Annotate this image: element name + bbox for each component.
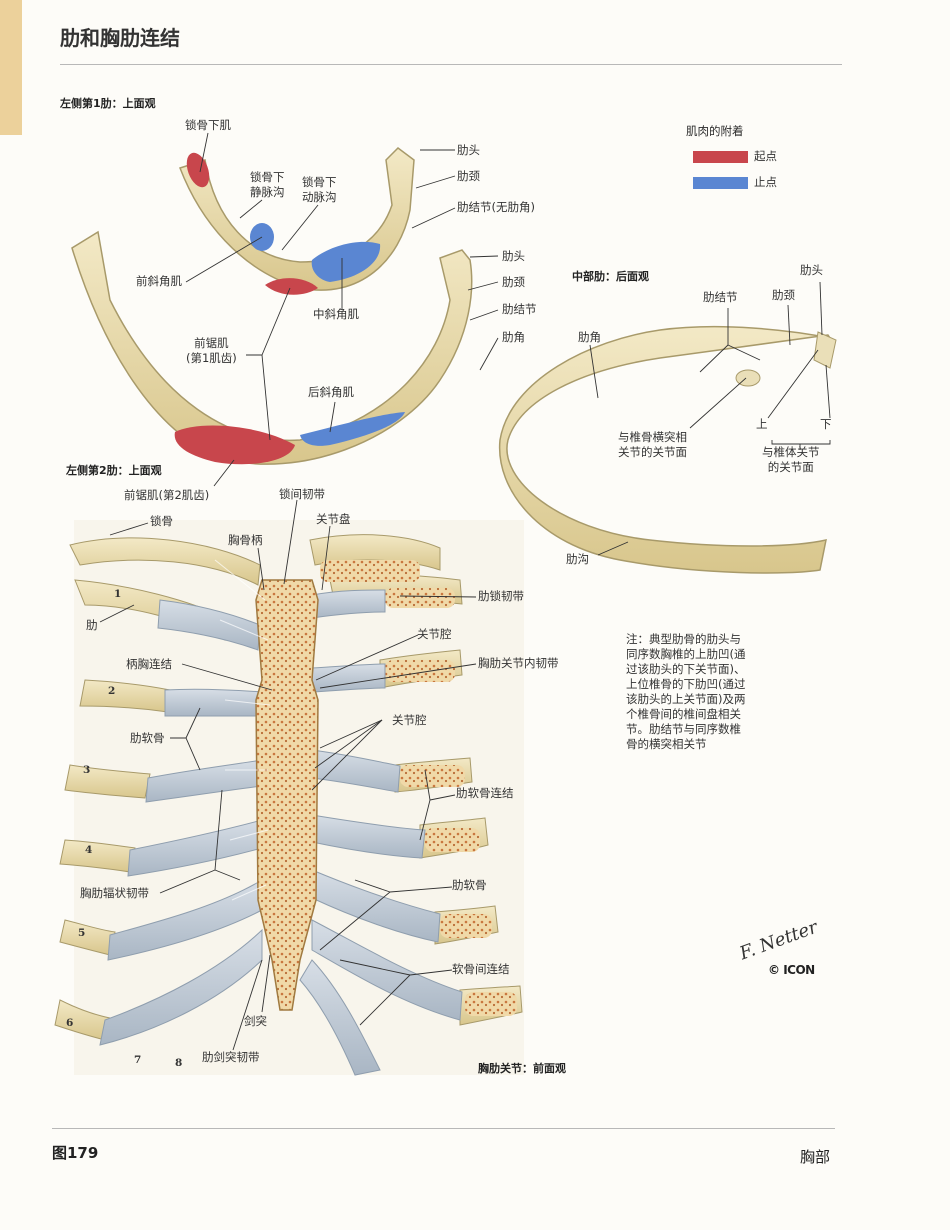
label-lower: 下 [820, 417, 832, 431]
label-mid-head: 肋头 [800, 263, 823, 277]
rib-number-6: 6 [66, 1017, 74, 1029]
label-rib2-head: 肋头 [502, 249, 525, 263]
rib-1-illustration [179, 147, 415, 295]
rib1-caption: 左侧第1肋：上面观 [60, 97, 156, 110]
label-posterior-scalene: 后斜角肌 [308, 385, 354, 399]
label-interchondral: 软骨间连结 [452, 962, 510, 976]
publisher-logo-text: ICON [783, 963, 815, 977]
label-interclavicular-lig: 锁间韧带 [279, 487, 325, 501]
label-upper: 上 [756, 417, 768, 431]
label-rib2-tubercle: 肋结节 [502, 302, 537, 316]
label-rib1-neck: 肋颈 [457, 169, 480, 183]
label-middle-scalene: 中斜角肌 [313, 307, 359, 321]
label-subclavian-artery-groove: 锁骨下 动脉沟 [302, 175, 337, 205]
rib-2-illustration [71, 230, 473, 465]
rib-number-4: 4 [85, 844, 93, 856]
legend-origin-label: 起点 [754, 149, 777, 163]
rib-number-5: 5 [78, 927, 86, 939]
label-intraarticular-lig: 胸肋关节内韧带 [478, 656, 559, 670]
rib-number-1: 1 [114, 588, 122, 600]
label-rib: 肋 [86, 618, 98, 632]
label-transverse-facet: 与椎骨横突相 关节的关节面 [618, 430, 687, 460]
label-costoxiphoid-lig: 肋剑突韧带 [202, 1050, 260, 1064]
label-clavicle: 锁骨 [150, 514, 173, 528]
label-costoclavicular-lig: 肋锁韧带 [478, 589, 524, 603]
label-vertebral-facets-text: 与椎体关节 的关节面 [762, 445, 820, 474]
sternocostal-caption: 胸肋关节：前面观 [478, 1062, 566, 1075]
label-costal-cartilage-1: 肋软骨 [130, 731, 165, 745]
label-vertebral-facets: 与椎体关节 的关节面 [762, 445, 820, 475]
label-articular-disc: 关节盘 [316, 512, 351, 526]
label-mid-neck: 肋颈 [772, 288, 795, 302]
label-costal-groove: 肋沟 [566, 552, 589, 566]
footer-rule [52, 1128, 835, 1129]
label-rib2-angle: 肋角 [502, 330, 525, 344]
legend-insertion-swatch [693, 177, 748, 189]
middle-rib-caption: 中部肋：后面观 [572, 270, 649, 283]
label-costochondral: 肋软骨连结 [456, 786, 514, 800]
label-rib2-neck: 肋颈 [502, 275, 525, 289]
page-tab [0, 0, 22, 135]
legend-title: 肌肉的附着 [686, 124, 744, 138]
legend-insertion-label: 止点 [754, 175, 777, 189]
label-subclavian-vein-groove-text: 锁骨下 静脉沟 [250, 170, 285, 199]
label-mid-angle: 肋角 [578, 330, 601, 344]
section-name: 胸部 [800, 1148, 831, 1166]
page-title: 肋和胸肋连结 [60, 26, 180, 50]
rib2-caption: 左侧第2肋：上面观 [66, 464, 162, 477]
publisher-logo: © ICON [768, 963, 815, 977]
rib-number-8: 8 [175, 1057, 183, 1069]
label-subclavius: 锁骨下肌 [185, 118, 231, 132]
label-manubrium: 胸骨柄 [228, 533, 263, 547]
title-rule [60, 64, 842, 65]
legend-origin-swatch [693, 151, 748, 163]
label-radiate-lig: 胸肋辐状韧带 [80, 886, 149, 900]
label-mid-tubercle: 肋结节 [703, 290, 738, 304]
label-anterior-scalene: 前斜角肌 [136, 274, 182, 288]
label-serratus-2: 前锯肌(第2肌齿) [124, 488, 210, 502]
label-subclavian-artery-groove-text: 锁骨下 动脉沟 [302, 175, 337, 204]
label-transverse-facet-text: 与椎骨横突相 关节的关节面 [618, 430, 687, 459]
rib-number-2: 2 [108, 685, 116, 697]
label-rib1-head: 肋头 [457, 143, 480, 157]
anatomy-note: 注：典型肋骨的肋头与同序数胸椎的上肋凹(通过该肋头的下关节面)、上位椎骨的下肋凹… [626, 632, 746, 751]
label-xiphoid: 剑突 [244, 1014, 267, 1028]
label-joint-cavity-1: 关节腔 [417, 627, 452, 641]
label-serratus-1-text: 前锯肌 (第1肌齿) [186, 336, 237, 365]
rib-number-7: 7 [134, 1054, 142, 1066]
label-rib1-tubercle: 肋结节(无肋角) [457, 200, 535, 214]
label-joint-cavity-2: 关节腔 [392, 713, 427, 727]
figure-number: 图179 [52, 1144, 99, 1162]
sternocostal-illustration [54, 520, 524, 1076]
label-costal-cartilage-2: 肋软骨 [452, 878, 487, 892]
label-manubriosternal: 柄胸连结 [126, 657, 172, 671]
label-serratus-1: 前锯肌 (第1肌齿) [186, 336, 237, 366]
label-subclavian-vein-groove: 锁骨下 静脉沟 [250, 170, 285, 200]
rib-number-3: 3 [83, 764, 91, 776]
